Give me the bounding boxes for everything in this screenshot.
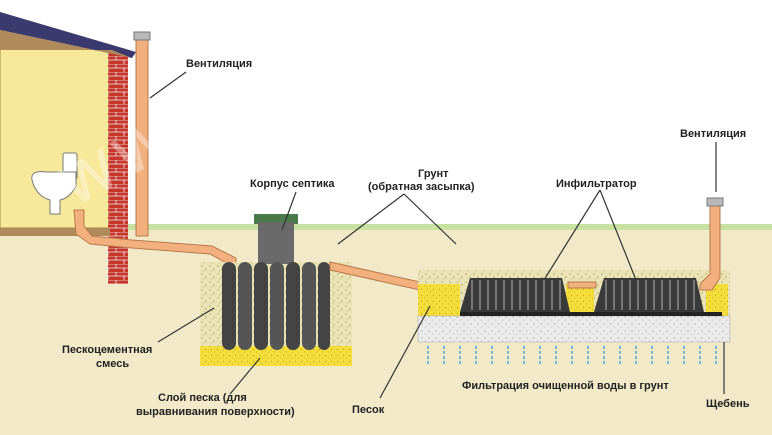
toilet-icon xyxy=(31,152,78,215)
sand-fill-right xyxy=(706,284,728,316)
label-soil-line1: Грунт xyxy=(418,168,449,180)
label-sand-cement-line2: смесь xyxy=(96,358,130,370)
sand-fill-middle xyxy=(566,284,594,316)
label-soil-line2: (обратная засыпка) xyxy=(368,181,475,193)
label-ventilation-right: Вентиляция xyxy=(680,128,747,140)
septic-body xyxy=(222,214,330,350)
label-ventilation-left: Вентиляция xyxy=(186,58,253,70)
label-septic-body: Корпус септика xyxy=(250,178,335,190)
label-sand-layer-line2: выравнивания поверхности) xyxy=(136,406,295,418)
sand-fill-left xyxy=(418,284,460,316)
label-sand-layer-line1: Слой песка (для xyxy=(158,392,247,404)
roof xyxy=(0,12,136,58)
infiltrator-left xyxy=(460,278,570,312)
label-filtration: Фильтрация очищенной воды в грунт xyxy=(462,380,669,392)
gravel-layer xyxy=(417,315,731,343)
house xyxy=(0,12,136,284)
septic-sand-layer xyxy=(200,346,352,366)
sky xyxy=(0,0,772,228)
label-sand-cement-line1: Пескоцементная xyxy=(62,344,153,356)
brick-wall xyxy=(108,52,128,284)
drain-pipe xyxy=(73,209,237,265)
vent-pipe-right xyxy=(699,203,721,291)
label-sand: Песок xyxy=(352,404,385,416)
water-arrow-icon xyxy=(427,346,717,364)
leader-lines xyxy=(149,71,725,399)
grass-line xyxy=(0,224,772,230)
infiltrator-right xyxy=(594,278,704,312)
label-infiltrator: Инфильтратор xyxy=(556,178,637,190)
label-gravel: Щебень xyxy=(706,398,750,410)
